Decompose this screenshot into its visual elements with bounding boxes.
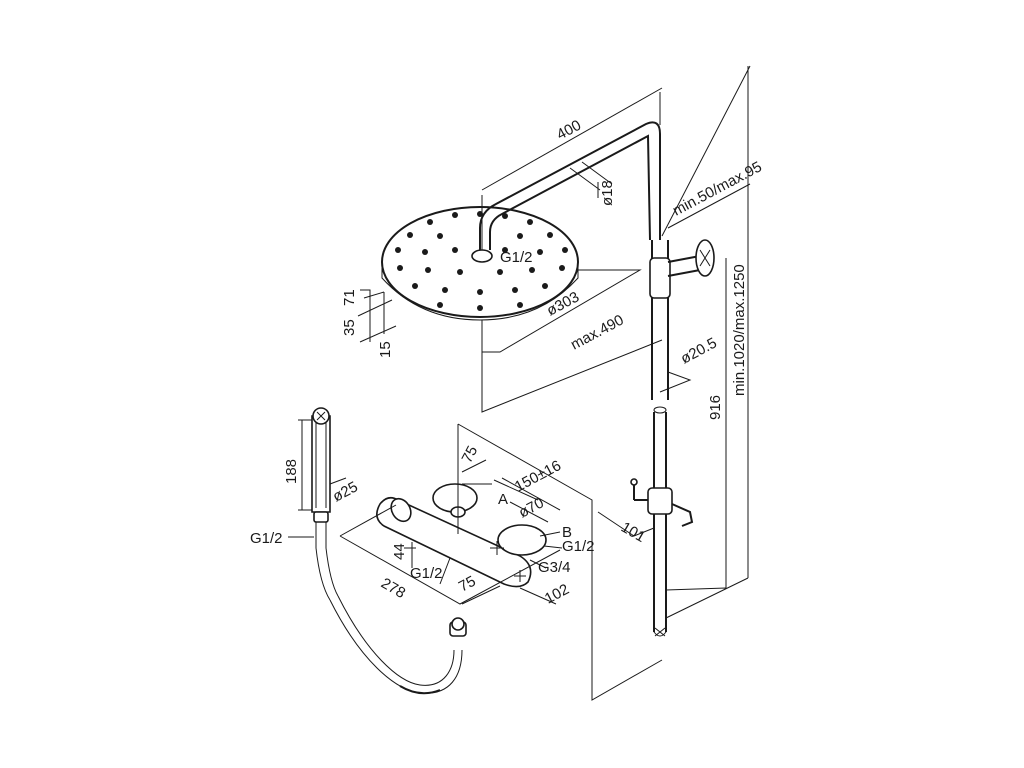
dim-400-label: 400: [554, 117, 584, 144]
hose-upper-left: [315, 522, 331, 601]
riser: [649, 240, 671, 637]
hand-shower: [311, 407, 331, 523]
head-connector: [471, 249, 493, 263]
hose-clip: [399, 685, 441, 695]
dim-d70-line: [509, 501, 549, 523]
dim-75-bottom-label: 75: [456, 573, 479, 596]
dim-d20-5-label: ø20.5: [678, 335, 720, 368]
sliding-holder: [630, 478, 694, 527]
hand-shower-grip: [315, 422, 327, 508]
lower-bar-top: [653, 406, 667, 414]
bottom-cross: [654, 627, 666, 637]
head-plate: [381, 206, 579, 318]
lower-bar-bottom: [653, 631, 667, 637]
valve-body: [376, 496, 532, 588]
slider-knob-tip: [630, 478, 638, 486]
bracket-arm: [667, 255, 701, 277]
thread-head-label: G1/2: [500, 249, 533, 266]
valve-handle-b: [497, 524, 547, 556]
dim-vertical: [725, 66, 749, 588]
slider-knob: [633, 484, 648, 501]
dim-arm-label: min.50/max.95: [670, 158, 765, 219]
head-nozzles: [395, 211, 568, 311]
riser-clamp: [649, 257, 671, 299]
head-rim: [381, 265, 579, 321]
mark-b-label: B: [562, 524, 572, 541]
dim-total-label: min.1020/max.1250: [731, 264, 748, 396]
thread-valve-label: G1/2: [410, 565, 443, 582]
valve-end-left: [390, 497, 412, 523]
dim-75-top-label: 75: [459, 443, 482, 466]
hose-nut-top: [451, 617, 465, 631]
mark-a-label: A: [498, 491, 508, 508]
dim-188-label: 188: [283, 459, 300, 484]
dim-d70-label: ø70: [516, 494, 547, 521]
thread-hand-label: G1/2: [250, 530, 283, 547]
rosette-cross: [699, 249, 711, 267]
hand-shower-nut: [313, 511, 329, 523]
arm-pipe-a: [479, 121, 661, 250]
slider-body: [647, 487, 673, 515]
hose-loop-b: [337, 595, 455, 686]
dim-bottom-75-102: [461, 585, 557, 605]
dim-d18-lines: [569, 161, 613, 191]
dim-44-label: 44: [391, 543, 408, 560]
shower-arm: [479, 121, 661, 250]
dim-15-label: 15: [377, 341, 394, 358]
valve-wall-frame: [457, 423, 663, 701]
dim-400-line: [481, 87, 663, 191]
dim-arm-line: [667, 183, 751, 229]
dim-44-line: [404, 542, 416, 568]
dimension-lines: [288, 65, 751, 701]
hand-shower-body: [311, 415, 331, 513]
dim-188-ticks: [298, 419, 312, 511]
dim-916-label: 916: [707, 395, 724, 420]
hand-shower-cross: [316, 411, 326, 421]
holder-cradle: [671, 503, 694, 527]
dim-d25-leader: [329, 477, 347, 485]
dim-101-line: [597, 511, 655, 537]
wall-bracket: [667, 239, 715, 277]
hose-upper-right: [325, 522, 339, 597]
dim-278-label: 278: [378, 575, 408, 602]
valve-mark-cross-a: [490, 541, 504, 555]
thread-valve-leader: [439, 557, 451, 585]
dim-150-label: 150±16: [512, 457, 564, 495]
dim-101-label: 101: [618, 519, 648, 546]
dim-490-line: [481, 320, 663, 413]
dim-total-top: [661, 65, 751, 237]
dim-278-frame: [339, 504, 561, 605]
dim-bottom-ext: [665, 577, 749, 619]
thermostatic-valve: [376, 483, 547, 588]
lower-bar: [653, 412, 667, 632]
thread-g34-label: G3/4: [538, 559, 571, 576]
thread-b-label: G1/2: [562, 538, 595, 555]
dim-d20-5-line: [659, 371, 692, 393]
dim-150-line: [493, 477, 561, 511]
dim-35-label: 35: [341, 319, 358, 336]
thread-leaders: [529, 531, 563, 569]
dim-71-label: 71: [341, 289, 358, 306]
dim-75-top: [461, 459, 492, 485]
hose: [315, 522, 467, 695]
dim-d18-label: ø18: [599, 180, 616, 206]
shower-head: [381, 206, 579, 321]
dim-102-label: 102: [542, 581, 572, 608]
dim-max490-label: max.490: [568, 312, 627, 354]
dim-490-upper: [482, 269, 642, 353]
arm-pipe-b: [489, 134, 651, 250]
dim-head-heights: [357, 289, 397, 343]
